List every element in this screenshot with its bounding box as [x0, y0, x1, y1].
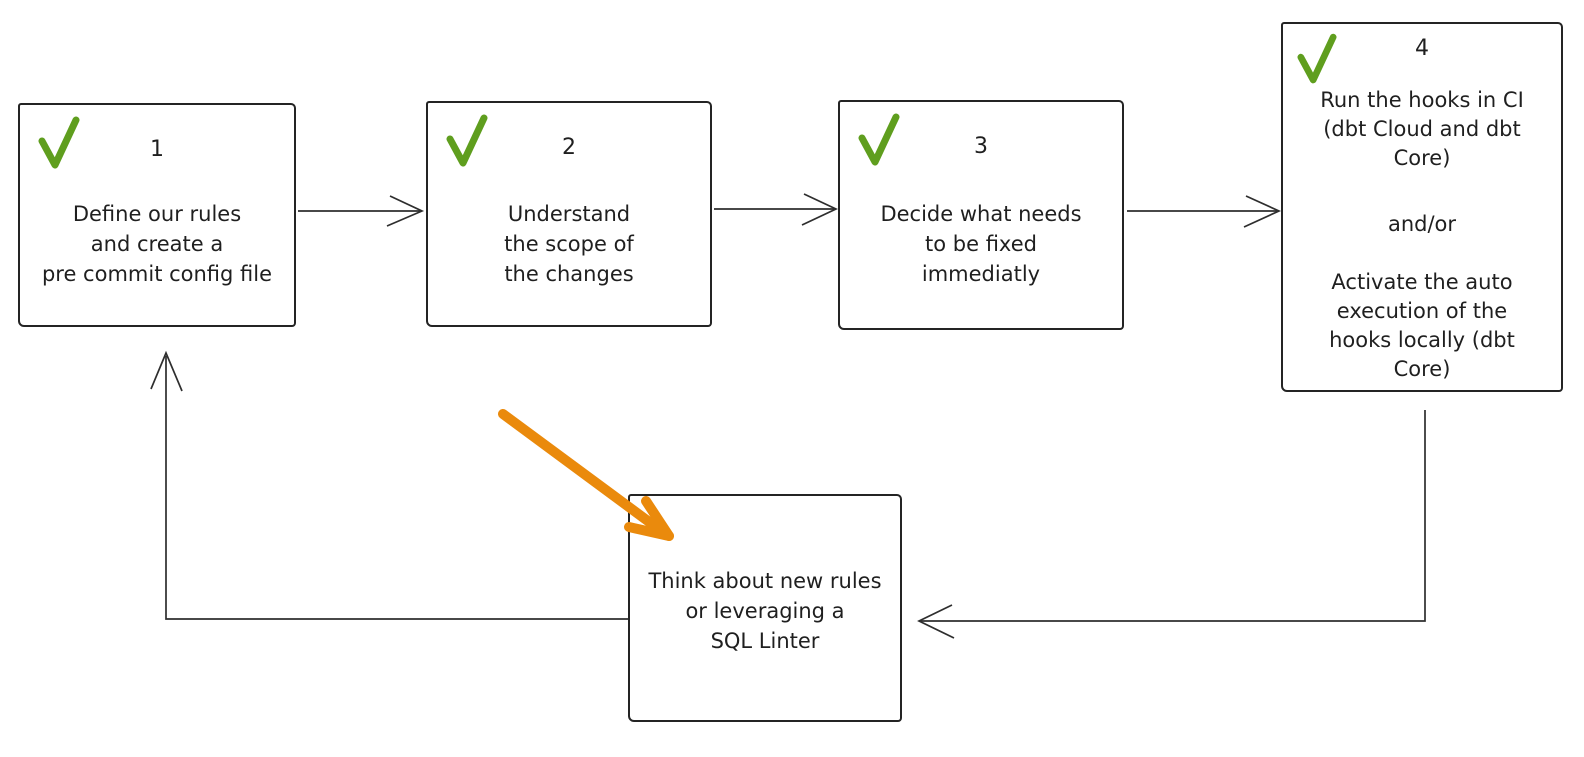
- text-line: hooks locally (dbt: [1329, 328, 1515, 352]
- text-line: the changes: [504, 262, 634, 286]
- step-1-text: Define our rules and create a pre commit…: [24, 199, 290, 289]
- arrow-step4-feedback: [921, 410, 1426, 622]
- text-line: immediatly: [921, 262, 1041, 286]
- check-stroke: [446, 114, 488, 167]
- text-line: and/or: [1387, 212, 1457, 236]
- step-2-text: Understand the scope of the changes: [432, 199, 706, 289]
- text-line: to be fixed: [925, 232, 1037, 256]
- step-4-box: 4 Run the hooks in CI (dbt Cloud and dbt…: [1281, 22, 1563, 392]
- step-number: 3: [974, 134, 988, 159]
- arrowhead-step2-step3: [801, 193, 838, 226]
- step-3-box: 3 Decide what needs to be fixed immediat…: [838, 100, 1124, 330]
- text-line: and create a: [90, 232, 224, 256]
- text-line: Core): [1393, 357, 1451, 381]
- text-line: Decide what needs: [880, 202, 1082, 226]
- text-line: pre commit config file: [41, 262, 273, 286]
- arrowhead-step3-step4: [1243, 195, 1282, 228]
- check-stroke: [858, 113, 900, 166]
- arrow-feedback-step1: [165, 356, 628, 620]
- check-icon: [446, 114, 488, 167]
- text-line: Define our rules: [72, 202, 242, 226]
- step-number: 4: [1415, 36, 1429, 61]
- step-number: 1: [150, 137, 164, 162]
- text-line: (dbt Cloud and dbt: [1323, 117, 1521, 141]
- text-line: Understand: [507, 202, 631, 226]
- text-line: Run the hooks in CI: [1320, 88, 1524, 112]
- text-line: execution of the: [1336, 299, 1508, 323]
- check-stroke: [1297, 33, 1337, 84]
- step-number: 2: [562, 135, 576, 160]
- arrowhead-feedback-step1: [150, 350, 183, 392]
- text-line: the scope of: [504, 232, 634, 256]
- check-stroke: [38, 116, 80, 169]
- step-4-text-ci: Run the hooks in CI (dbt Cloud and dbt C…: [1287, 86, 1557, 173]
- step-4-text-local: Activate the auto execution of the hooks…: [1287, 268, 1557, 384]
- arrowhead-step1-step2: [386, 195, 425, 227]
- text-line: Activate the auto: [1331, 270, 1513, 294]
- step-3-text: Decide what needs to be fixed immediatly: [844, 199, 1118, 289]
- check-icon: [38, 116, 80, 169]
- text-line: Think about new rules: [648, 569, 882, 593]
- text-line: SQL Linter: [710, 629, 820, 653]
- step-4-text-andor: and/or: [1287, 210, 1557, 239]
- check-icon: [858, 113, 900, 166]
- text-line: Core): [1393, 146, 1451, 170]
- feedback-box: Think about new rules or leveraging a SQ…: [628, 494, 902, 722]
- step-1-box: 1 Define our rules and create a pre comm…: [18, 103, 296, 327]
- step-2-box: 2 Understand the scope of the changes: [426, 101, 712, 327]
- check-icon: [1297, 33, 1337, 84]
- text-line: or leveraging a: [685, 599, 845, 623]
- arrowhead-step4-feedback: [917, 604, 955, 639]
- feedback-text: Think about new rules or leveraging a SQ…: [634, 566, 896, 656]
